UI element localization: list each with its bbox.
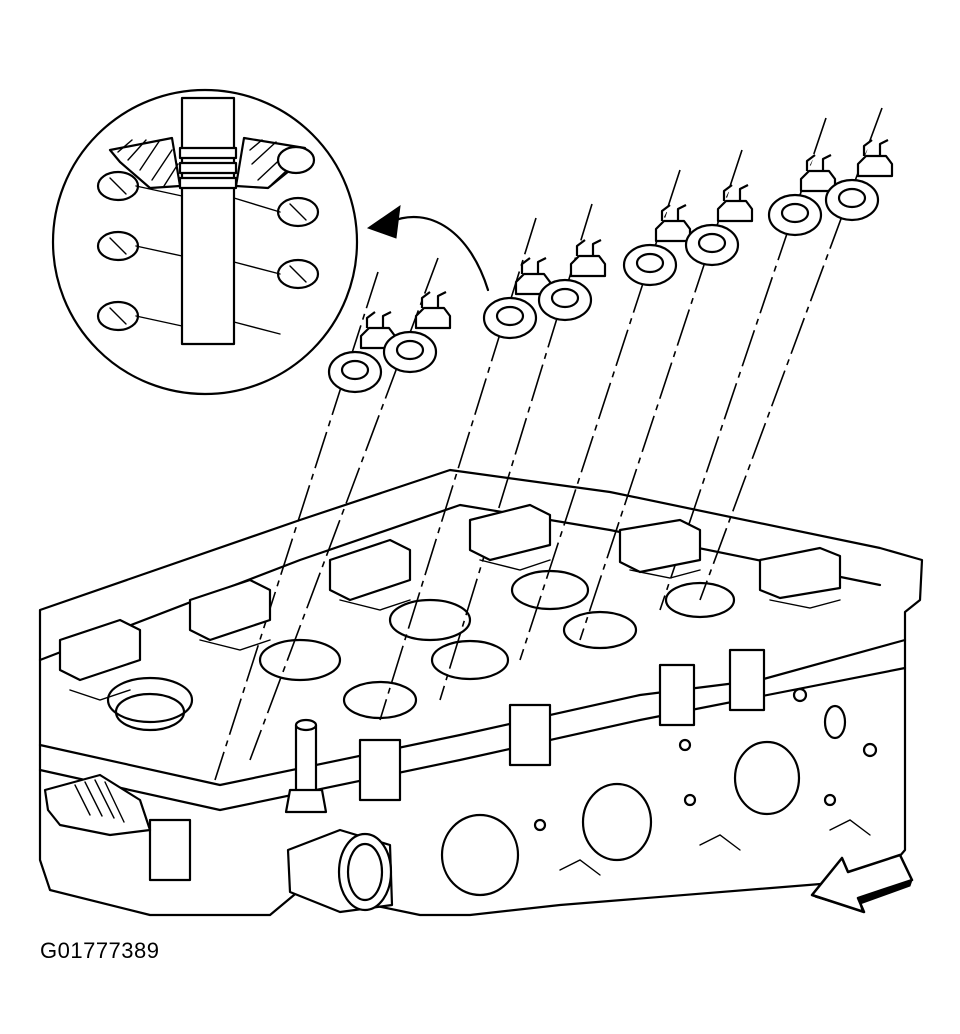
valve-keeper [856,139,894,178]
valve-stem [180,96,236,346]
valve-spring-retainer [684,223,740,267]
valve-retainer-set-8 [699,107,894,601]
valve-spring-retainer [382,330,438,374]
valve-spring-retainer [824,178,880,222]
valve-retainer-set-2 [249,257,452,761]
valve-spring-pockets [106,569,736,724]
valve-retainer-set-3 [379,217,552,721]
exploded-retainers-group [214,107,894,781]
coolant-outlet-fitting [284,718,394,914]
cylinder-head-body [38,468,924,917]
valve-retainer-set-4 [439,203,607,701]
valve-spring-retainer [537,278,593,322]
valve-spring-retainer [327,350,383,394]
front-direction-arrow-icon [810,853,914,914]
valve-keeper-section [178,146,238,190]
cylinder-head-bosses [148,648,766,882]
valve-retainer-set-7 [659,117,837,611]
alignment-guide-line [214,271,379,781]
valve-keeper [799,154,837,193]
alignment-guide-line [379,217,537,721]
valve-retainer-set-5 [519,169,692,661]
valve-keeper [654,204,692,243]
alignment-guide-line [519,169,681,661]
side-ports [440,687,878,897]
valve-retainer-set-6 [579,149,754,641]
camshaft-bearing-saddles [58,503,842,682]
valve-spring-retainer [622,243,678,287]
valve-keeper [716,184,754,223]
curved-callout-arrow-icon [366,204,490,292]
valve-retainer-set-1 [214,271,397,781]
valve-keeper [514,257,552,296]
valve-spring-retainer [482,296,538,340]
valve-spring-retainer [767,193,823,237]
valve-keeper [414,291,452,330]
cylinder-head-end [43,692,186,837]
valve-keeper [569,239,607,278]
valve-detail-inset [51,88,359,396]
figure-id-label: G01777389 [40,938,160,963]
